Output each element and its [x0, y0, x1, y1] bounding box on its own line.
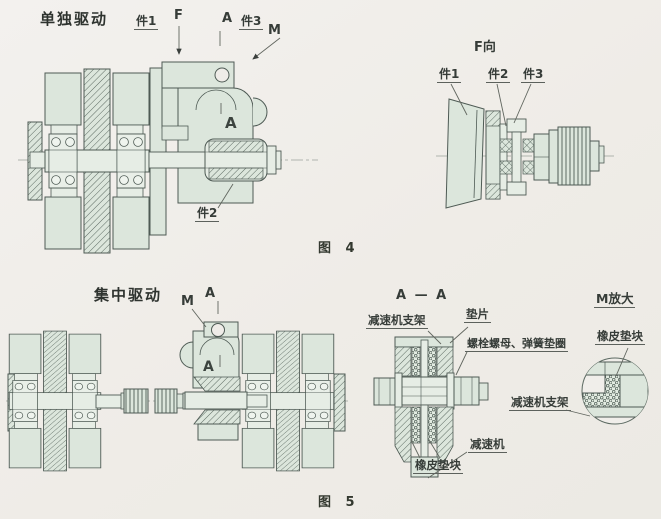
output-coupling: [148, 138, 282, 182]
rubber-pad-label: 橡皮垫块: [413, 458, 463, 474]
line-shaft-couplings: [95, 388, 198, 414]
leader-lines: [191, 301, 221, 367]
leader-lines: [410, 326, 469, 479]
fview-part2-label: 件2: [486, 67, 511, 84]
figure4-caption: 图 4: [318, 241, 360, 256]
bracket-bottom: [394, 404, 454, 478]
fview-part3-label: 件3: [521, 67, 546, 84]
motor: [533, 126, 605, 186]
leader-lines: [176, 26, 281, 209]
bracket-label: 减速机支架: [366, 313, 428, 329]
reducer-housing: [179, 321, 268, 441]
leader-lines: [450, 83, 532, 127]
bolt-hole: [214, 67, 230, 83]
part3-label: 件3: [239, 14, 264, 31]
f-view-title: F向: [474, 40, 496, 55]
coupling-bolts: [499, 118, 535, 196]
rail-section: [333, 373, 346, 432]
figure5-caption: 图 5: [318, 495, 360, 510]
central-drive-title: 集中驱动: [94, 286, 163, 304]
a-marker-inner: A: [225, 114, 237, 132]
central-drive-drawing: [6, 301, 348, 472]
section-aa-title: A — A: [396, 288, 449, 303]
m-detail-drawing: [565, 347, 649, 425]
a-marker-bl-top: A: [205, 286, 216, 301]
leader-lines: [565, 347, 629, 417]
wheel-assembly-left: [8, 330, 102, 472]
bracket-top: [394, 336, 454, 378]
m-detail-arrow: [252, 37, 281, 60]
rubber-pad-detail-label: 橡皮垫块: [595, 329, 645, 345]
motor-fins: [557, 126, 591, 186]
hub-flange: [485, 110, 508, 200]
m-marker: M: [268, 23, 281, 38]
a-marker-top: A: [222, 11, 233, 26]
wheel-side-view: [445, 98, 485, 209]
part2-label: 件2: [195, 206, 220, 223]
m-marker-bl: M: [181, 294, 194, 309]
bracket2-label: 减速机支架: [509, 395, 571, 411]
a-marker-bl-inner: A: [203, 359, 214, 375]
m-detail-title: M放大: [594, 291, 636, 308]
bolt-assembly: [373, 372, 489, 410]
bolt-nut-label: 螺栓螺母、弹簧垫圈: [465, 337, 568, 353]
reducer-housing: [161, 61, 268, 204]
reducer-label: 减速机: [468, 437, 507, 453]
single-drive-title: 单独驱动: [40, 10, 109, 28]
fview-part1-label: 件1: [437, 67, 462, 84]
part2-leader: [217, 183, 234, 209]
f-view-drawing: [436, 83, 614, 209]
m-leader: [191, 308, 207, 328]
f-marker: F: [174, 8, 183, 23]
part1-label: 件1: [134, 14, 159, 31]
bolt-hole: [211, 323, 225, 337]
shim-label: 垫片: [464, 307, 491, 323]
section-aa-drawing: [373, 326, 489, 479]
single-drive-drawing: [18, 26, 318, 254]
wheel-assembly: [44, 68, 150, 254]
